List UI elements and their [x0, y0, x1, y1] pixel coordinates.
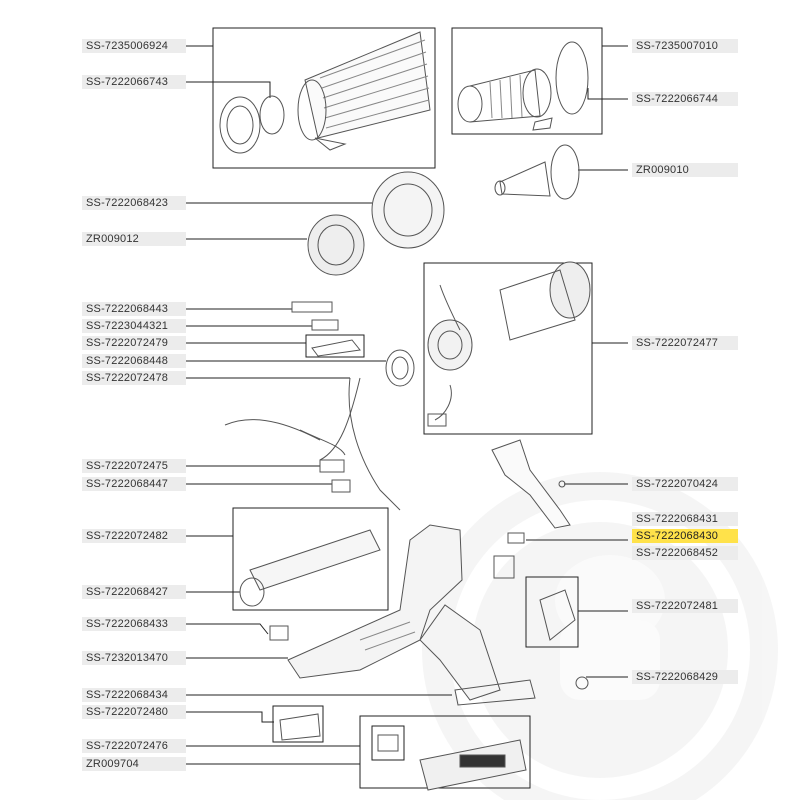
part-label: SS-7222068427: [82, 585, 186, 599]
part-label: SS-7222068423: [82, 196, 186, 210]
part-label: SS-7222068452: [632, 546, 738, 560]
group-box-motor: [423, 262, 593, 435]
part-label: SS-7222072481: [632, 599, 738, 613]
group-box-trigger: [525, 576, 579, 648]
part-label: SS-7222072477: [632, 336, 738, 350]
part-label: SS-7222072480: [82, 705, 186, 719]
part-label: SS-7222068429: [632, 670, 738, 684]
part-label: ZR009012: [82, 232, 186, 246]
part-label: SS-7222072476: [82, 739, 186, 753]
part-label: SS-7235007010: [632, 39, 738, 53]
part-label: SS-7223044321: [82, 319, 186, 333]
part-label: SS-7222066744: [632, 92, 738, 106]
part-label: SS-7222072475: [82, 459, 186, 473]
part-label: SS-7222072479: [82, 336, 186, 350]
group-box-battery-clip: [371, 725, 405, 761]
part-label: SS-7222066743: [82, 75, 186, 89]
part-label-highlighted: SS-7222068430: [632, 529, 738, 543]
part-label: SS-7222072478: [82, 371, 186, 385]
part-label: SS-7222072482: [82, 529, 186, 543]
part-label: SS-7222068434: [82, 688, 186, 702]
part-label: SS-7222070424: [632, 477, 738, 491]
part-label: SS-7222068448: [82, 354, 186, 368]
group-box-battery: [359, 715, 531, 789]
group-box-switch: [272, 705, 324, 743]
part-label: SS-7222068433: [82, 617, 186, 631]
part-label: SS-7222068447: [82, 477, 186, 491]
part-label: SS-7222068443: [82, 302, 186, 316]
part-label: SS-7222068431: [632, 512, 738, 526]
part-label: SS-7235006924: [82, 39, 186, 53]
group-box-battery-holder: [305, 334, 365, 358]
part-label: ZR009010: [632, 163, 738, 177]
group-box-cyclone: [451, 27, 603, 135]
part-label: ZR009704: [82, 757, 186, 771]
group-box-handle-tube: [232, 507, 389, 611]
group-box-main-filter: [212, 27, 436, 169]
part-label: SS-7232013470: [82, 651, 186, 665]
